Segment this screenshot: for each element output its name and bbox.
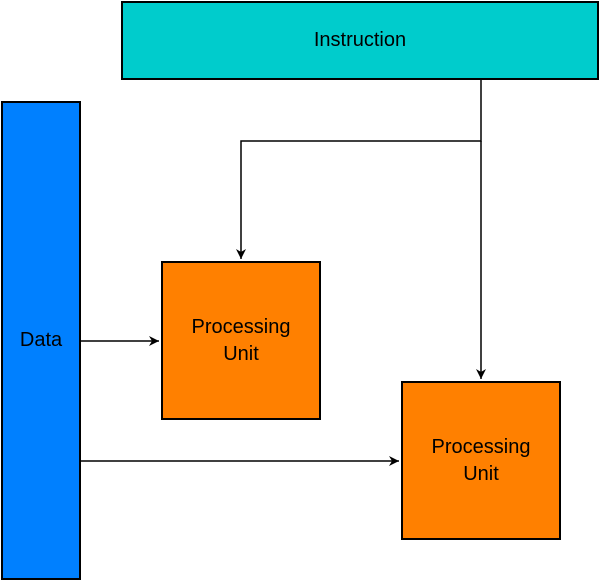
- processing-unit-1-label: Processing Unit: [191, 315, 291, 365]
- instruction-label: Instruction: [313, 29, 407, 51]
- edge-instruction-to-pu1: [236, 80, 482, 259]
- processing-unit-2-node: Processing Unit: [401, 381, 561, 540]
- processing-unit-1-node: Processing Unit: [161, 261, 321, 420]
- processing-unit-2-label: Processing Unit: [431, 435, 531, 485]
- data-label: Data: [19, 329, 63, 351]
- data-node: Data: [1, 101, 81, 580]
- instruction-node: Instruction: [121, 1, 599, 80]
